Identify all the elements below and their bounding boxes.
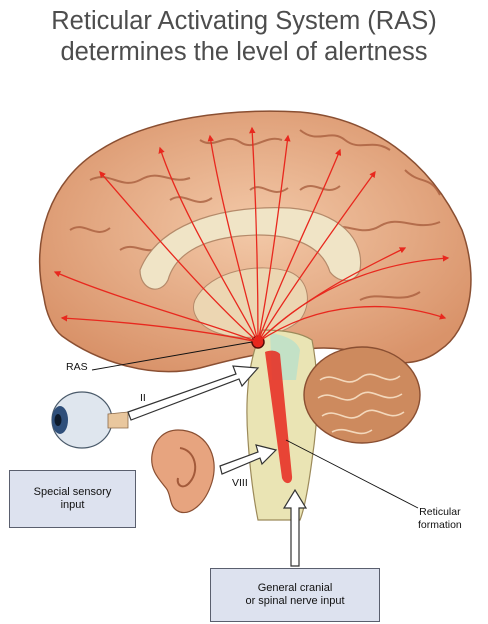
- general-input-box-line-2: or spinal nerve input: [245, 595, 344, 608]
- reticular-formation-label-line-2: formation: [418, 519, 462, 532]
- ras-label: RAS: [66, 361, 88, 373]
- vestibulocochlear-nerve-label: VIII: [232, 477, 248, 489]
- special-sensory-box-line-2: input: [34, 499, 112, 512]
- cerebellum: [304, 347, 420, 443]
- special-sensory-box-line-1: Special sensory: [34, 486, 112, 499]
- ear-illustration: [152, 430, 214, 513]
- optic-nerve-label: II: [140, 392, 146, 404]
- eye-illustration: [52, 392, 128, 448]
- special-sensory-input-box: Special sensory input: [9, 470, 136, 528]
- reticular-formation-label-line-1: Reticular: [418, 506, 462, 519]
- general-input-box: General cranial or spinal nerve input: [210, 568, 380, 622]
- optic-input-arrow: [128, 366, 258, 420]
- general-input-box-line-1: General cranial: [245, 582, 344, 595]
- reticular-formation-label: Reticular formation: [418, 506, 462, 532]
